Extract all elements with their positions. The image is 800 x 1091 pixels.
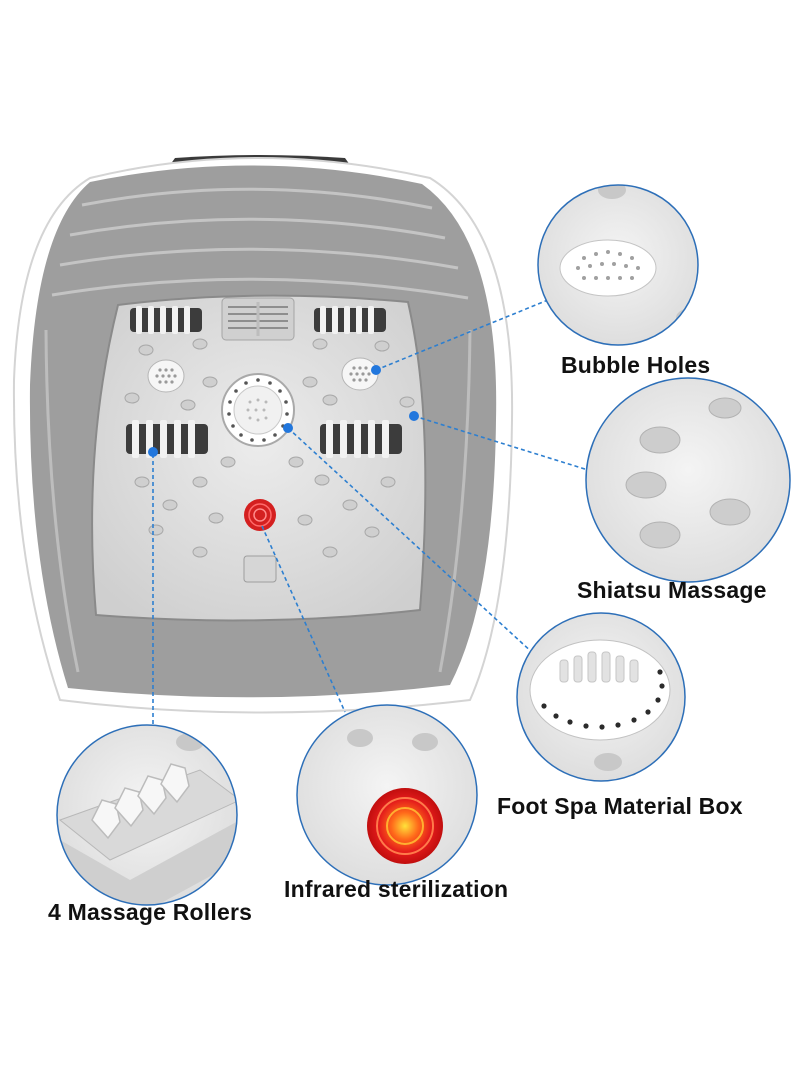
label-bubble-holes: Bubble Holes [561,352,711,378]
zoom-shiatsu [585,377,791,583]
roller-top-right [314,306,386,334]
infrared-emitter [244,499,276,531]
foot-spa-basin [12,155,514,714]
zoom-infrared [296,704,478,886]
label-infrared-sterilization: Infrared sterilization [284,876,509,902]
shiatsu-nubs [124,338,415,558]
drain-spout [243,555,277,583]
label-massage-rollers: 4 Massage Rollers [48,899,253,925]
air-vent [221,297,295,341]
zoom-bubble-holes [537,184,699,346]
zoom-rollers [56,724,238,906]
roller-bottom-left [126,420,208,458]
callout-dots [148,365,419,457]
callout-lines [152,299,589,726]
roller-top-left [130,306,202,334]
bubble-plate-left [147,359,185,393]
bubble-plate-right [341,357,379,391]
label-shiatsu-massage: Shiatsu Massage [577,577,767,603]
roller-bottom-right [320,420,402,458]
zoom-material-box [516,612,686,782]
label-foot-spa-material-box: Foot Spa Material Box [497,793,743,819]
material-box [221,373,295,447]
